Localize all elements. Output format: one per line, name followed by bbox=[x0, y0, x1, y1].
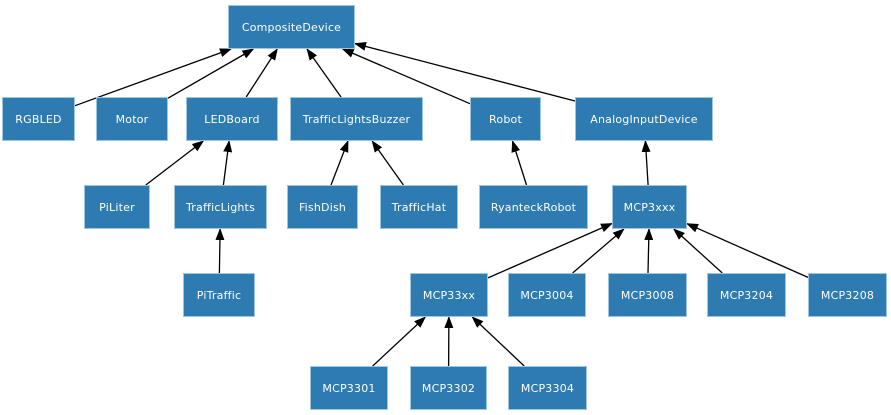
node-pitraffic[interactable]: PiTraffic bbox=[183, 273, 255, 317]
inheritance-arrow-ryanteckrobot-to-robot bbox=[511, 140, 528, 186]
inheritance-arrow-mcp3204-to-mcp3xxx bbox=[673, 228, 723, 274]
inheritance-arrow-traffichat-to-trafficlightsbuzzer bbox=[371, 140, 404, 186]
node-rgbled[interactable]: RGBLED bbox=[2, 97, 75, 141]
inheritance-arrow-robot-to-compositedevice bbox=[341, 48, 471, 105]
node-analoginputdevice[interactable]: AnalogInputDevice bbox=[575, 97, 713, 141]
node-mcp3304[interactable]: MCP3304 bbox=[508, 366, 587, 410]
node-mcp3xxx[interactable]: MCP3xxx bbox=[612, 185, 687, 229]
inheritance-arrow-piliter-to-ledboard bbox=[145, 140, 205, 186]
inheritance-arrow-motor-to-compositedevice bbox=[167, 48, 255, 99]
inheritance-arrow-mcp3004-to-mcp3xxx bbox=[572, 228, 625, 274]
inheritance-arrow-fishdish-to-trafficlightsbuzzer bbox=[330, 140, 349, 186]
inheritance-arrow-mcp3208-to-mcp3xxx bbox=[686, 223, 809, 278]
node-compositedevice[interactable]: CompositeDevice bbox=[228, 5, 355, 49]
inheritance-arrow-mcp33xx-to-mcp3xxx bbox=[487, 222, 613, 279]
node-mcp3302[interactable]: MCP3302 bbox=[410, 366, 487, 410]
node-motor[interactable]: Motor bbox=[96, 97, 168, 141]
node-trafficlightsbuzzer[interactable]: TrafficLightsBuzzer bbox=[290, 97, 423, 141]
node-mcp3004[interactable]: MCP3004 bbox=[508, 273, 586, 317]
node-mcp3204[interactable]: MCP3204 bbox=[707, 273, 786, 317]
inheritance-arrow-ledboard-to-compositedevice bbox=[245, 48, 278, 98]
node-mcp3008[interactable]: MCP3008 bbox=[608, 273, 687, 317]
node-traffichat[interactable]: TrafficHat bbox=[380, 185, 458, 229]
node-mcp3301[interactable]: MCP3301 bbox=[310, 366, 388, 410]
inheritance-arrow-mcp3304-to-mcp33xx bbox=[471, 316, 525, 367]
node-ledboard[interactable]: LEDBoard bbox=[186, 97, 278, 141]
edge-group bbox=[74, 42, 809, 367]
node-piliter[interactable]: PiLiter bbox=[84, 185, 150, 229]
node-mcp33xx[interactable]: MCP33xx bbox=[410, 273, 488, 317]
inheritance-arrow-mcp3008-to-mcp3xxx bbox=[644, 228, 654, 274]
inheritance-arrow-mcp3xxx-to-analoginputdevice bbox=[641, 140, 651, 186]
node-trafficlights[interactable]: TrafficLights bbox=[174, 185, 267, 229]
inheritance-arrow-analoginputdevice-to-compositedevice bbox=[354, 42, 576, 102]
node-robot[interactable]: Robot bbox=[470, 97, 541, 141]
node-fishdish[interactable]: FishDish bbox=[287, 185, 358, 229]
inheritance-arrow-trafficlightsbuzzer-to-compositedevice bbox=[306, 48, 342, 98]
inheritance-arrow-rgbled-to-compositedevice bbox=[74, 48, 232, 107]
inheritance-arrow-trafficlights-to-ledboard bbox=[222, 140, 233, 186]
node-mcp3208[interactable]: MCP3208 bbox=[808, 273, 887, 317]
node-ryanteckrobot[interactable]: RyanteckRobot bbox=[479, 185, 588, 229]
inheritance-arrow-mcp3301-to-mcp33xx bbox=[372, 316, 427, 367]
inheritance-arrow-pitraffic-to-trafficlights bbox=[215, 228, 225, 274]
